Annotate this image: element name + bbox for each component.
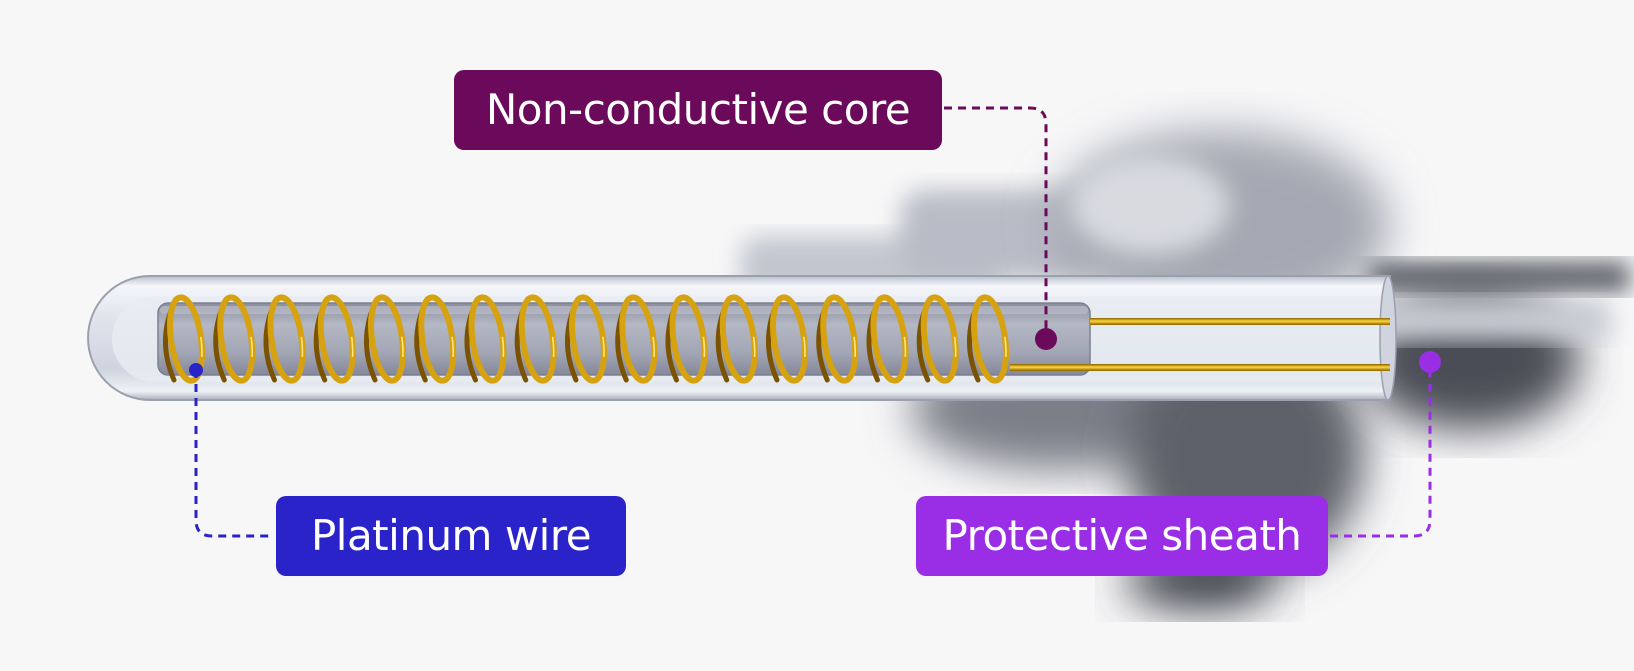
platinum-wire-coil [163, 294, 1009, 384]
coil-turn-highlight [973, 296, 1007, 382]
coil-turn-highlight [219, 296, 254, 382]
coil-turn-highlight [571, 296, 605, 382]
coil-turn-highlight [319, 296, 354, 382]
coil-turn-highlight [269, 296, 304, 382]
sheath-marker-dot [1419, 351, 1441, 373]
sheath-leader-line [1330, 364, 1432, 538]
coil-turn-highlight [169, 296, 203, 382]
core-leader-line [944, 106, 1048, 338]
coil-turn-highlight [520, 296, 555, 382]
coil-turn-highlight [621, 296, 656, 382]
coil-turn-highlight [772, 296, 806, 382]
core-marker-dot [1035, 328, 1057, 350]
coil-turn-highlight [420, 296, 455, 382]
wire-leader-line [194, 370, 274, 538]
coil-turn-highlight [370, 296, 404, 382]
lead-wires [1010, 318, 1390, 371]
wire-label: Platinum wire [276, 496, 626, 576]
coil-turn-highlight [671, 296, 706, 382]
coil-turn-highlight [922, 296, 957, 382]
leader-lines [189, 106, 1441, 538]
core-label: Non-conductive core [454, 70, 942, 150]
wire-marker-dot [189, 363, 203, 377]
coil-turn-highlight [822, 296, 857, 382]
coil-turn-highlight [872, 296, 907, 382]
coil-turn-highlight [721, 296, 756, 382]
coil-turn-highlight [470, 296, 505, 382]
sheath-label: Protective sheath [916, 496, 1328, 576]
